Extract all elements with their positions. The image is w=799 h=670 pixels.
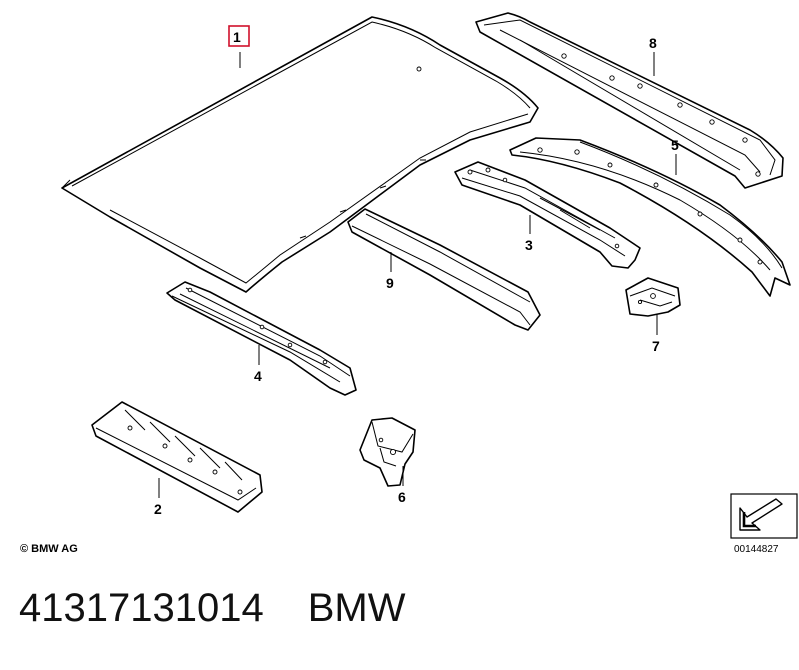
roof-inner-frame-part[interactable] bbox=[454, 161, 641, 269]
roof-panel-part[interactable] bbox=[61, 16, 539, 293]
callout-6[interactable]: 6 bbox=[398, 489, 406, 505]
direction-arrow-icon bbox=[730, 493, 798, 539]
reinforcement-plate-part[interactable] bbox=[91, 401, 263, 513]
part-number: 41317131014 bbox=[19, 586, 264, 630]
brand-name: BMW bbox=[307, 586, 406, 630]
part-number-line: 41317131014 BMW bbox=[19, 586, 405, 631]
callout-9[interactable]: 9 bbox=[386, 275, 394, 291]
diagram-number: 00144827 bbox=[734, 544, 779, 555]
highlight-box bbox=[228, 25, 250, 47]
bracket-part-7[interactable] bbox=[625, 277, 681, 317]
front-roof-frame-part[interactable] bbox=[166, 281, 357, 396]
roof-strip-part[interactable] bbox=[347, 208, 541, 331]
leader-lines bbox=[158, 52, 677, 498]
callout-3[interactable]: 3 bbox=[525, 237, 533, 253]
callout-5[interactable]: 5 bbox=[671, 137, 679, 153]
callout-1[interactable]: 1 bbox=[233, 29, 241, 45]
roof-side-frame-part[interactable] bbox=[509, 137, 791, 297]
callout-8[interactable]: 8 bbox=[649, 35, 657, 51]
callout-4[interactable]: 4 bbox=[254, 368, 262, 384]
rear-roof-frame-part[interactable] bbox=[475, 12, 784, 189]
bracket-part-6[interactable] bbox=[359, 417, 416, 487]
copyright-text: © BMW AG bbox=[20, 543, 78, 555]
callout-7[interactable]: 7 bbox=[652, 338, 660, 354]
callout-2[interactable]: 2 bbox=[154, 501, 162, 517]
